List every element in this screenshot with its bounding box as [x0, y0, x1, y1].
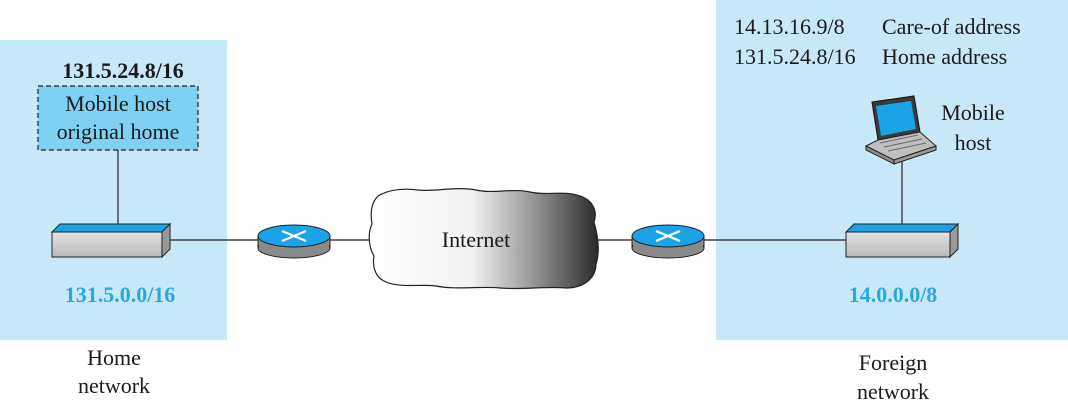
home-address-ip: 131.5.24.8/16: [734, 44, 856, 69]
foreign-caption-line1: Foreign: [859, 350, 927, 375]
home-caption-line1: Home: [87, 345, 141, 370]
laptop-icon: [864, 95, 937, 165]
careof-ip: 14.13.16.9/8: [734, 14, 845, 39]
home-mobile-host-box: Mobile host original home: [37, 85, 199, 151]
careof-label: Care-of address: [882, 14, 1021, 39]
internet-label: Internet: [442, 227, 510, 252]
foreign-network-region: [716, 0, 1068, 340]
home-switch-icon: [50, 222, 172, 259]
internet-cloud-icon: Internet: [368, 187, 599, 290]
foreign-host-label-line2: host: [955, 130, 992, 155]
router-icon: [257, 224, 331, 259]
foreign-network-ip: 14.0.0.0/8: [849, 282, 938, 307]
home-host-label-line1: Mobile host: [65, 91, 171, 116]
home-host-label-line2: original home: [57, 119, 180, 144]
home-network-ip: 131.5.0.0/16: [65, 282, 176, 307]
router-icon: [631, 224, 705, 259]
foreign-host-label-line1: Mobile: [941, 100, 1005, 125]
network-links: [117, 150, 903, 241]
home-address-label: Home address: [882, 44, 1007, 69]
foreign-caption-line2: network: [857, 379, 929, 404]
home-caption-line2: network: [78, 373, 150, 398]
foreign-switch-icon: [844, 222, 960, 259]
home-host-ip: 131.5.24.8/16: [62, 58, 184, 83]
